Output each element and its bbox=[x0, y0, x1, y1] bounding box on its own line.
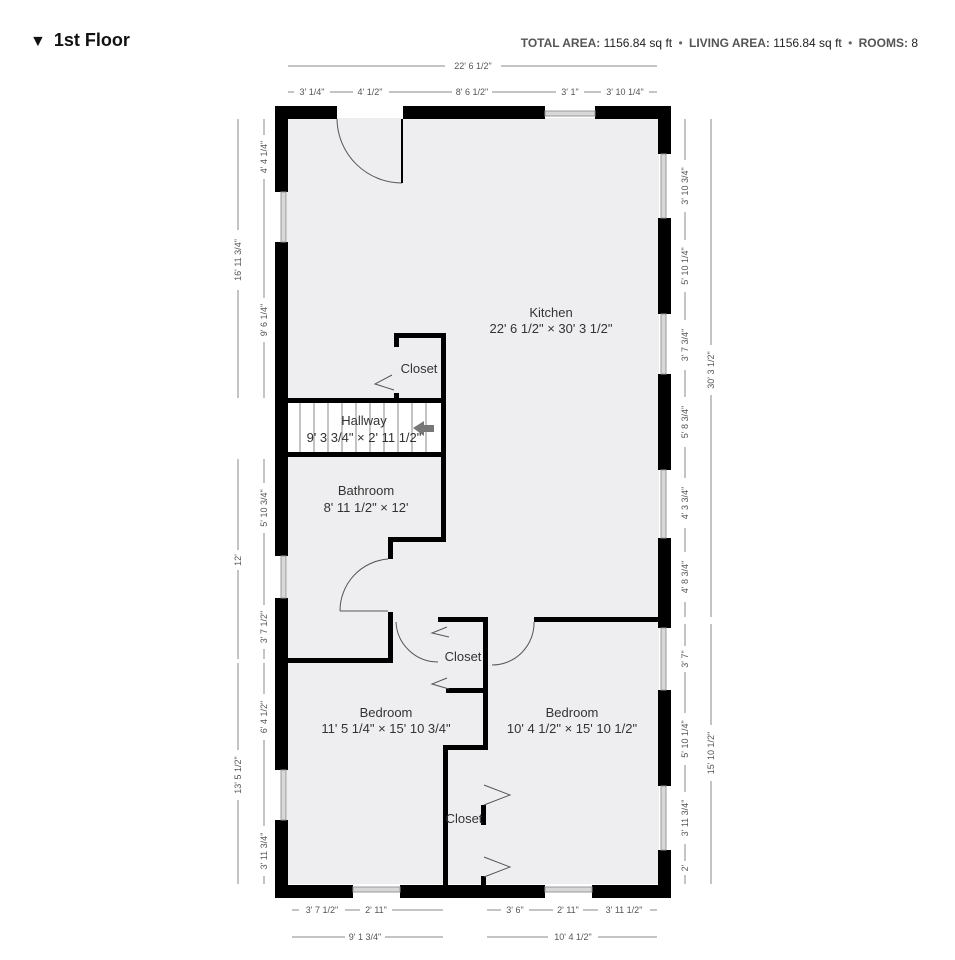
dim-bottom: 3' 7 1/2" bbox=[306, 905, 338, 915]
dim-bottom: 2' 11" bbox=[365, 905, 387, 915]
dim-bottom: 9' 1 3/4" bbox=[349, 932, 381, 942]
floor-fill bbox=[287, 118, 659, 884]
dim-bottom: 3' 6" bbox=[506, 905, 523, 915]
dim-right: 30' 3 1/2" bbox=[706, 351, 716, 388]
rooms-value: 8 bbox=[911, 36, 918, 50]
window-left-kitchen bbox=[280, 191, 287, 243]
dim-right: 5' 10 1/4" bbox=[680, 247, 690, 284]
window-left-bedroom bbox=[280, 769, 287, 821]
window-top bbox=[544, 110, 596, 117]
hallway-stairs bbox=[287, 402, 443, 454]
door-arc-closet bbox=[395, 621, 439, 663]
dim-right: 3' 11 3/4" bbox=[680, 800, 690, 837]
dim-right: 15' 10 1/2" bbox=[706, 732, 716, 774]
dim-right: 4' 3 3/4" bbox=[680, 487, 690, 519]
dim-top-seg: 3' 10 1/4" bbox=[606, 87, 643, 97]
total-area-value: 1156.84 sq ft bbox=[603, 36, 673, 50]
dim-left: 9' 6 1/4" bbox=[259, 304, 269, 336]
dim-left: 16' 11 3/4" bbox=[233, 239, 243, 281]
window-bottom-right bbox=[544, 886, 593, 893]
dim-right: 5' 10 1/4" bbox=[680, 720, 690, 757]
dim-right: 3' 10 3/4" bbox=[680, 167, 690, 204]
dim-right: 5' 8 3/4" bbox=[680, 406, 690, 438]
window-bottom-left bbox=[352, 886, 401, 893]
interior-walls bbox=[287, 333, 660, 890]
window-right-2 bbox=[660, 313, 667, 375]
separator: • bbox=[848, 36, 853, 50]
closet-bottom-name: Closet bbox=[446, 811, 483, 826]
dim-bottom: 3' 11 1/2" bbox=[606, 905, 643, 915]
room-labels: Kitchen 22' 6 1/2" × 30' 3 1/2" Closet H… bbox=[307, 305, 638, 826]
door-arc-entry bbox=[336, 118, 403, 184]
window-right-4 bbox=[660, 627, 667, 691]
dim-left: 3' 7 1/2" bbox=[259, 611, 269, 643]
dim-left: 4' 4 1/4" bbox=[259, 141, 269, 173]
dim-top-seg: 4' 1/2" bbox=[358, 87, 383, 97]
window-right-3 bbox=[660, 469, 667, 539]
total-area-label: TOTAL AREA: bbox=[520, 36, 601, 50]
dim-left: 6' 4 1/2" bbox=[259, 701, 269, 733]
living-area-label: LIVING AREA: bbox=[689, 36, 770, 50]
bedroom-left-name: Bedroom bbox=[360, 705, 413, 720]
separator: • bbox=[678, 36, 683, 50]
window-left-bath bbox=[280, 555, 287, 599]
dim-right: 2' bbox=[680, 864, 690, 871]
dim-right: 3' 7" bbox=[680, 650, 690, 667]
bathroom-name: Bathroom bbox=[338, 483, 394, 498]
windows bbox=[280, 110, 667, 893]
dim-top-overall: 22' 6 1/2" bbox=[454, 61, 491, 71]
dimension-labels: 22' 6 1/2" 3' 1/4" 4' 1/2" 8' 6 1/2" 3' … bbox=[232, 60, 717, 943]
dim-bottom: 10' 4 1/2" bbox=[554, 932, 591, 942]
bathroom-size: 8' 11 1/2" × 12' bbox=[324, 500, 409, 515]
bedroom-right-size: 10' 4 1/2" × 15' 10 1/2" bbox=[507, 721, 638, 736]
dim-left: 13' 5 1/2" bbox=[233, 756, 243, 793]
dim-left: 5' 10 3/4" bbox=[259, 489, 269, 526]
door-arc-bathroom bbox=[339, 558, 389, 612]
triangle-down-icon[interactable]: ▼ bbox=[30, 33, 46, 50]
bedroom-left-size: 11' 5 1/4" × 15' 10 3/4" bbox=[321, 721, 451, 736]
rooms-label: ROOMS: bbox=[858, 36, 908, 50]
hallway-size: 9' 3 3/4" × 2' 11 1/2" bbox=[307, 430, 422, 445]
bifold-closet-top bbox=[373, 374, 395, 391]
bedroom-right-name: Bedroom bbox=[546, 705, 599, 720]
dim-left: 12' bbox=[233, 554, 243, 566]
floor-title-text: 1st Floor bbox=[53, 30, 130, 50]
door-arc-bedroom bbox=[491, 621, 535, 666]
hallway-name: Hallway bbox=[341, 413, 387, 428]
closet-mid-name: Closet bbox=[445, 649, 482, 664]
kitchen-name: Kitchen bbox=[529, 305, 572, 320]
dim-top-seg: 3' 1/4" bbox=[300, 87, 325, 97]
dim-right: 4' 8 3/4" bbox=[680, 561, 690, 593]
dim-top-seg: 8' 6 1/2" bbox=[456, 87, 488, 97]
closet-top-name: Closet bbox=[401, 361, 438, 376]
area-summary: TOTAL AREA: 1156.84 sq ft • LIVING AREA:… bbox=[521, 36, 918, 50]
dim-top-seg: 3' 1" bbox=[561, 87, 578, 97]
kitchen-size: 22' 6 1/2" × 30' 3 1/2" bbox=[490, 321, 613, 336]
dim-right: 3' 7 3/4" bbox=[680, 329, 690, 361]
floor-title[interactable]: ▼ 1st Floor bbox=[30, 30, 130, 51]
doors bbox=[336, 118, 535, 878]
exterior-walls bbox=[275, 106, 671, 898]
stairs-direction-arrow-icon bbox=[413, 421, 434, 436]
window-right-1 bbox=[660, 153, 667, 219]
window-right-5 bbox=[660, 785, 667, 851]
dim-bottom: 2' 11" bbox=[557, 905, 579, 915]
living-area-value: 1156.84 sq ft bbox=[773, 36, 842, 50]
dim-left: 3' 11 3/4" bbox=[259, 833, 269, 870]
